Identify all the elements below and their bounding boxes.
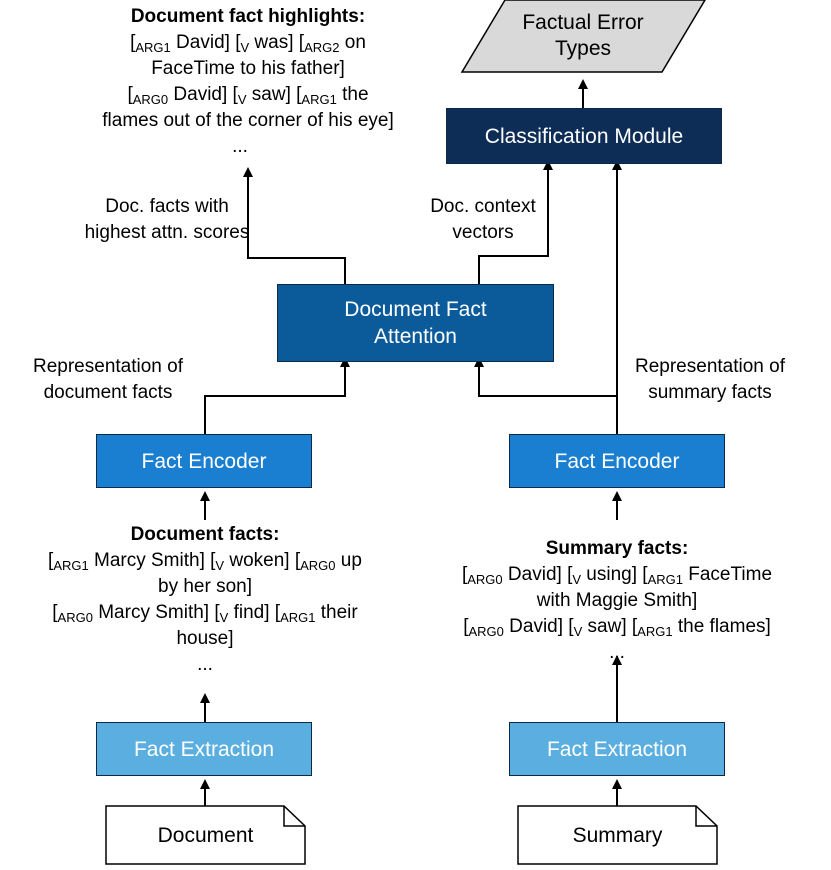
classification-module: Classification Module	[446, 108, 722, 164]
summary-shape	[517, 805, 718, 865]
fact-extraction-right: Fact Extraction	[509, 722, 725, 776]
highlights-title: Document fact highlights:	[130, 6, 366, 27]
document-shape	[105, 805, 306, 865]
fact-extraction-left: Fact Extraction	[96, 722, 312, 776]
fact-encoder-left: Fact Encoder	[96, 434, 312, 488]
edge-label-rep-sum: Representation of summary facts	[635, 356, 785, 403]
fact-encoder-right: Fact Encoder	[509, 434, 725, 488]
document-facts: Document facts: [ARG1 Marcy Smith] [V wo…	[0, 522, 410, 678]
edge-label-doc-facts-attn: Doc. facts with highest attn. scores	[84, 196, 250, 243]
document-facts-title: Document facts:	[130, 524, 280, 545]
arrow-attention-to-highlights	[243, 167, 346, 284]
document-fact-highlights: Document fact highlights: [ARG1 David] […	[60, 4, 436, 160]
arrow-attention-to-classification	[478, 160, 553, 284]
summary-facts-title: Summary facts:	[545, 538, 689, 559]
arrow-summary-rep-to-attention	[474, 357, 617, 397]
output-parallelogram	[460, 0, 706, 73]
document-fact-attention-module: Document Fact Attention	[277, 284, 554, 362]
summary-facts: Summary facts: [ARG0 David] [V using] [A…	[412, 536, 822, 666]
summary-label: Summary	[572, 824, 663, 847]
document-label: Document	[157, 824, 254, 847]
edge-label-doc-context: Doc. context vectors	[430, 196, 536, 243]
arrow-document-rep-to-attention	[204, 357, 350, 434]
edge-label-rep-doc: Representation of document facts	[33, 356, 183, 403]
output-label: Factual Error Types	[522, 11, 644, 60]
